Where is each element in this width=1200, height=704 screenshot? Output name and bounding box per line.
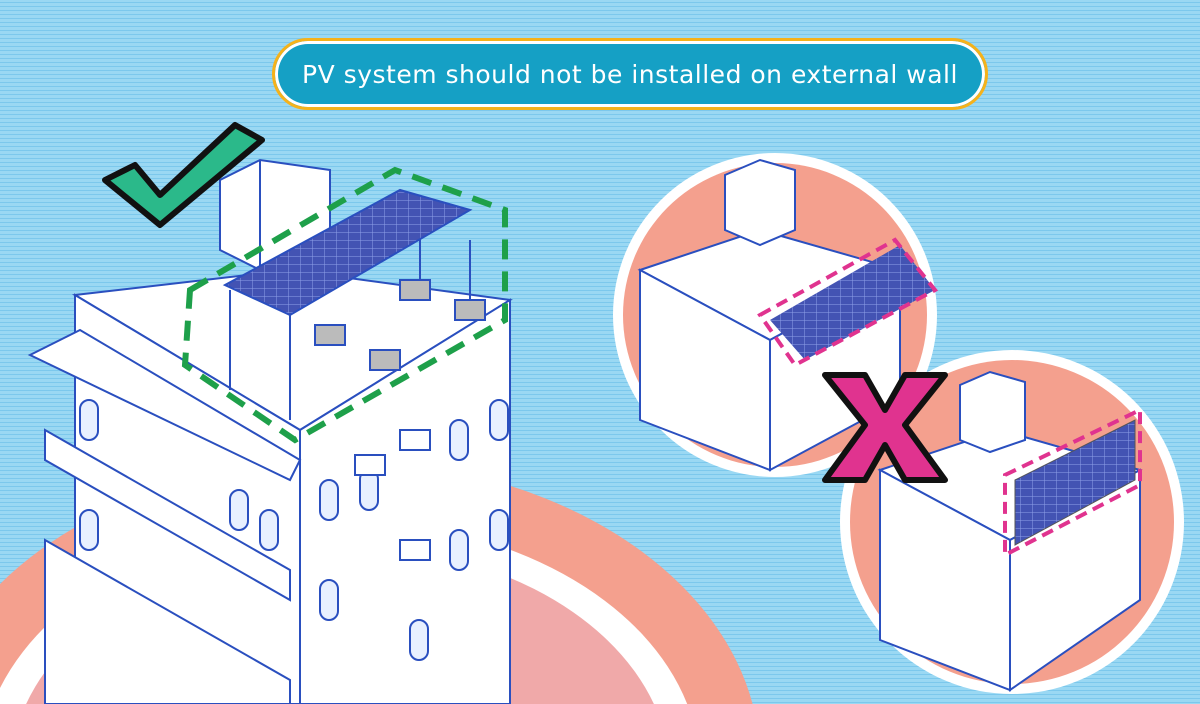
building-correct (27, 158, 513, 704)
wall-pv-dashed-outline (1003, 406, 1142, 559)
check-mark-icon (102, 122, 265, 228)
x-mark-icon (822, 372, 948, 483)
banner-title: PV system should not be installed on ext… (302, 59, 958, 89)
title-banner: PV system should not be installed on ext… (272, 38, 988, 110)
wrong-example-2 (840, 350, 1184, 694)
valid-area-dashed-outline (181, 166, 508, 444)
rooftop-pv-array (222, 188, 486, 420)
wall-pv-dashed-outline (757, 237, 939, 368)
